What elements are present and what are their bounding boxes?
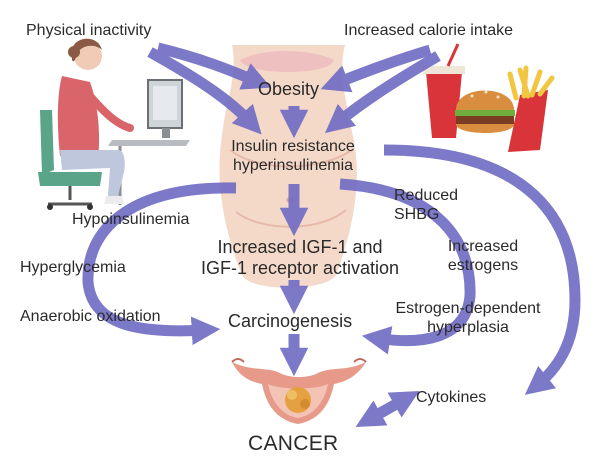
person-at-computer-illustration [38,38,190,210]
label-obesity: Obesity [258,79,320,99]
label-estrogen-hyperplasia: Estrogen-dependent hyperplasia [378,299,558,337]
label-igf-line1: Increased IGF-1 and [217,237,383,257]
label-carcinogenesis: Carcinogenesis [228,311,353,331]
label-insulin-resistance: Insulin resistance hyperinsulinemia [208,137,378,175]
label-increased-calorie-intake: Increased calorie intake [344,22,513,39]
fast-food-illustration [423,43,555,152]
label-reduced-shbg-line2: SHBG [394,206,440,223]
label-reduced-shbg-line1: Reduced [394,187,459,204]
arrow-hypoinsulinemia-loop [82,182,237,346]
label-increased-estrogens-line2: estrogens [447,257,519,274]
arrow-cancer-cytokines [365,390,420,425]
label-increased-estrogens: Increased estrogens [428,237,538,275]
label-estrogen-hyperplasia-line2: hyperplasia [427,319,509,336]
label-igf: Increased IGF-1 and IGF-1 receptor activ… [190,237,410,279]
arrow-calories-to-insulin [325,51,441,134]
label-hyperglycemia: Hyperglycemia [20,259,126,276]
label-reduced-shbg: Reduced SHBG [394,186,458,224]
uterus-tumor-illustration [231,358,367,424]
label-physical-inactivity: Physical inactivity [26,22,152,39]
label-hypoinsulinemia: Hypoinsulinemia [72,211,190,228]
arrow-shbg-estrogens-loop [339,178,476,355]
label-cancer: CANCER [248,432,339,455]
arrow-inactivity-to-insulin [147,47,262,135]
arrow-to-cytokines [383,144,581,395]
label-cytokines: Cytokines [416,389,487,406]
label-increased-estrogens-line1: Increased [447,238,519,255]
arrow-calories-to-obesity [320,44,432,93]
label-estrogen-hyperplasia-line1: Estrogen-dependent [395,300,541,317]
label-insulin-resistance-line1: Insulin resistance [231,138,355,155]
label-insulin-resistance-line2: hyperinsulinemia [232,157,354,174]
arrow-inactivity-to-obesity [156,42,272,90]
label-anaerobic-oxidation: Anaerobic oxidation [20,308,161,325]
label-igf-line2: IGF-1 receptor activation [200,258,400,278]
